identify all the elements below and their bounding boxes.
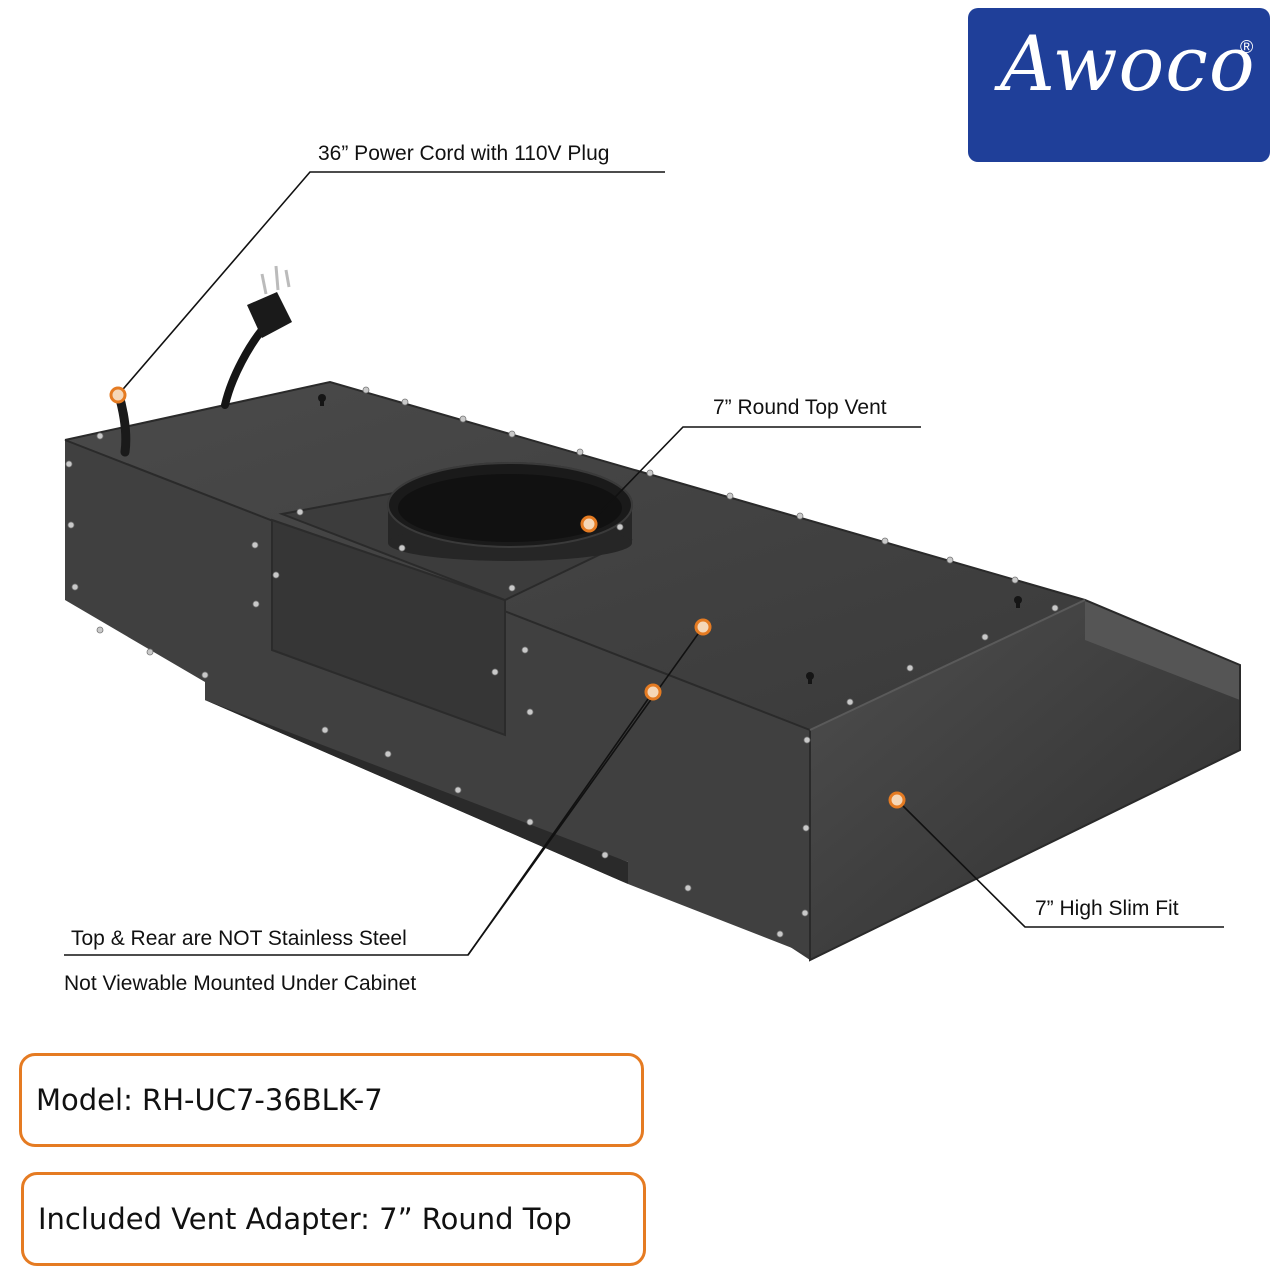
range-hood-illustration — [64, 171, 1241, 962]
model-text: Model: RH-UC7-36BLK-7 — [36, 1083, 383, 1117]
power-plug — [247, 292, 292, 338]
not-viewable-callout: Not Viewable Mounted Under Cabinet — [64, 972, 417, 995]
motor-cover-panel — [271, 518, 506, 737]
top-vent-callout: 7” Round Top Vent — [713, 396, 887, 419]
power-cord-callout: 36” Power Cord with 110V Plug — [318, 142, 610, 165]
brand-logo — [968, 8, 1270, 162]
marker-dots — [109, 386, 906, 809]
vent-adapter-box: Included Vent Adapter: 7” Round Top — [21, 1172, 646, 1266]
slim-fit-callout: 7” High Slim Fit — [1035, 897, 1179, 920]
vent-adapter-text: Included Vent Adapter: 7” Round Top — [38, 1202, 572, 1236]
power-cord-leader — [117, 171, 665, 396]
slim-fit-leader — [896, 799, 1224, 928]
registered-mark: ® — [1240, 37, 1254, 57]
top-vent-leader — [588, 426, 921, 525]
model-box: Model: RH-UC7-36BLK-7 — [19, 1053, 644, 1147]
brand-name: Awoco — [1000, 19, 1256, 108]
hood-front-panel — [810, 600, 1240, 960]
top-rear-callout: Top & Rear are NOT Stainless Steel — [71, 927, 407, 950]
